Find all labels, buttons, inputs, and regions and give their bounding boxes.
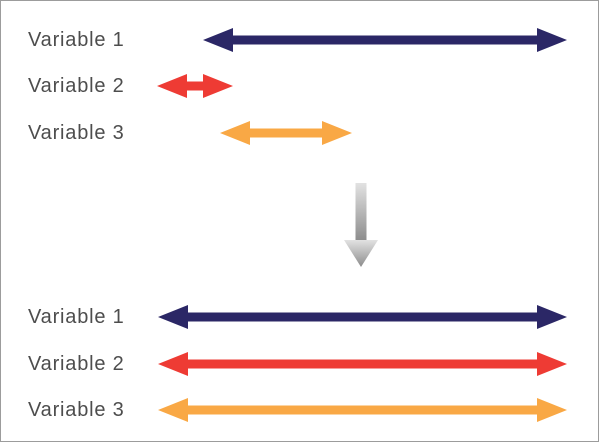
double-arrow-shape: [158, 305, 567, 329]
down-arrow-icon: [344, 183, 378, 267]
after-variable-2-range-double-arrow-icon: [158, 352, 567, 376]
after-variable-1-range-double-arrow-icon: [158, 305, 567, 329]
double-arrow-shape: [158, 398, 567, 422]
before-variable-2-range-double-arrow-icon: [157, 74, 233, 98]
down-arrow-head: [344, 240, 378, 267]
after-variable-3-range-double-arrow-icon: [158, 398, 567, 422]
down-arrow-shaft: [355, 183, 367, 241]
before-variable-2-label: Variable 2: [28, 75, 125, 97]
after-variable-1-label: Variable 1: [28, 306, 125, 328]
before-variable-1-range-double-arrow-icon: [203, 28, 567, 52]
double-arrow-shape: [157, 74, 233, 98]
before-variable-1-label: Variable 1: [28, 29, 125, 51]
double-arrow-shape: [220, 121, 352, 145]
double-arrow-shape: [158, 352, 567, 376]
before-variable-3-range-double-arrow-icon: [220, 121, 352, 145]
after-variable-2-label: Variable 2: [28, 353, 125, 375]
after-variable-3-label: Variable 3: [28, 399, 125, 421]
double-arrow-shape: [203, 28, 567, 52]
before-variable-3-label: Variable 3: [28, 122, 125, 144]
